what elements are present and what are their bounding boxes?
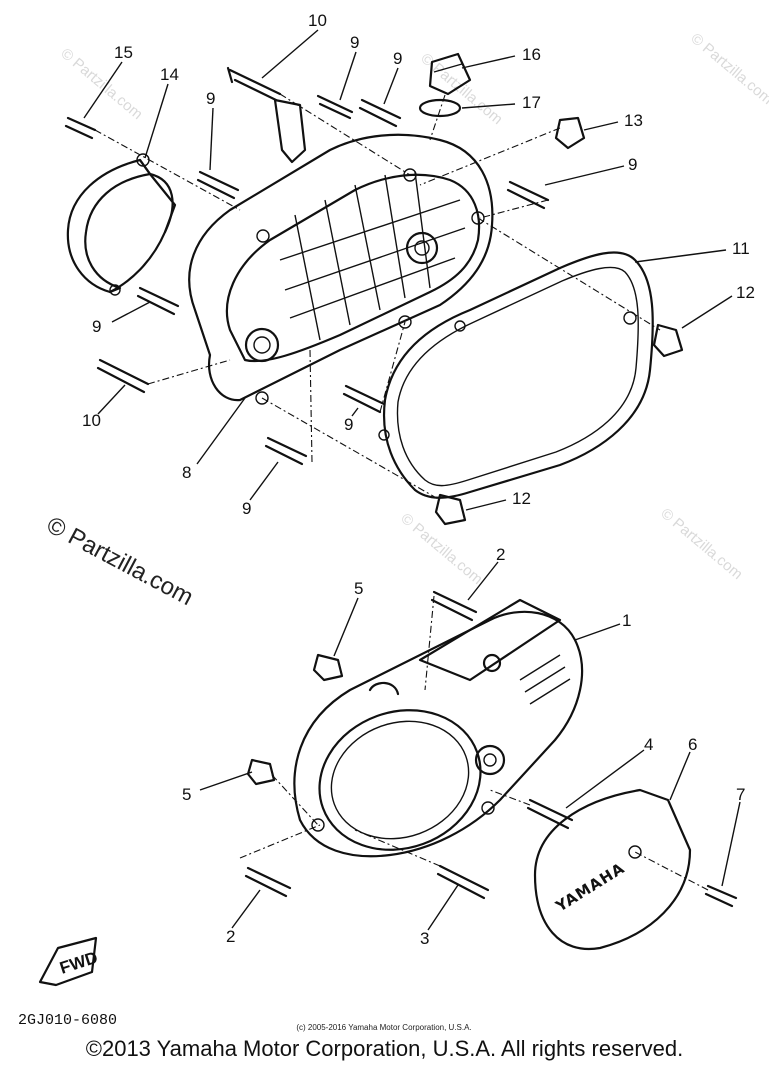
callout-3: 3 [420, 929, 429, 948]
callout-4: 4 [644, 735, 653, 754]
bolt-2-bottom [244, 866, 292, 898]
crankcase-cover-part-8 [188, 98, 494, 405]
bolt-2-top [430, 590, 478, 622]
callout-9: 9 [242, 499, 251, 518]
callout-2: 2 [496, 545, 505, 564]
dowel-5-b [246, 758, 276, 786]
cap-part-16 [428, 52, 472, 96]
callout-10: 10 [308, 11, 327, 30]
o-ring-part-17 [418, 98, 462, 118]
dowel-part-12-b [434, 493, 467, 526]
dowel-5-a [312, 653, 344, 682]
callout-6: 6 [688, 735, 697, 754]
gasket-part-11 [378, 251, 654, 499]
callout-5: 5 [354, 579, 363, 598]
callout-15: 15 [114, 43, 133, 62]
callout-1: 1 [622, 611, 631, 630]
bolt-9-a [316, 94, 354, 120]
bolt-9-c [196, 170, 240, 200]
callout-9: 9 [92, 317, 101, 336]
dowel-part-12-a [652, 323, 684, 358]
bolt-10-b [96, 358, 150, 394]
callout-2: 2 [226, 927, 235, 946]
callout-14: 14 [160, 65, 179, 84]
alignment-lines-lower [239, 595, 709, 891]
callout-16: 16 [522, 45, 541, 64]
ring-cover-part-14 [66, 153, 177, 296]
bolt-15 [64, 116, 97, 140]
bolt-4 [526, 798, 574, 830]
callout-8: 8 [182, 463, 191, 482]
alignment-lines-upper [94, 93, 661, 501]
yamaha-logo-text: YAMAHA [552, 859, 628, 916]
bolt-3 [436, 864, 490, 900]
callout-17: 17 [522, 93, 541, 112]
small-copyright-note: (c) 2005-2016 Yamaha Motor Corporation, … [296, 1023, 471, 1032]
callout-12: 12 [736, 283, 755, 302]
callout-9: 9 [350, 33, 359, 52]
callout-9: 9 [393, 49, 402, 68]
bolt-9-g [264, 436, 308, 466]
bolt-9-b [358, 98, 402, 128]
callout-7: 7 [736, 785, 745, 804]
callout-10: 10 [82, 411, 101, 430]
callout-13: 13 [624, 111, 643, 130]
bolt-7 [704, 884, 738, 908]
callout-9: 9 [344, 415, 353, 434]
callout-12: 12 [512, 489, 531, 508]
plug-part-13 [554, 116, 586, 150]
bolt-group-upper [64, 66, 550, 466]
bolt-9-f [342, 384, 386, 414]
fwd-text: FWD [57, 948, 100, 978]
watermark-text: © Partzilla.com [397, 510, 485, 588]
callout-labels: 10 9 9 15 14 16 17 13 9 9 11 12 9 10 8 9… [82, 11, 755, 948]
watermark-text: © Partzilla.com [657, 505, 745, 583]
callout-5: 5 [182, 785, 191, 804]
callout-9: 9 [206, 89, 215, 108]
fwd-arrow: FWD [38, 936, 100, 987]
diagram-code: 2GJ010-6080 [18, 1012, 117, 1029]
callout-leaders [83, 29, 741, 931]
bolt-9-d [506, 180, 550, 210]
watermark-text: © Partzilla.com [687, 30, 769, 108]
watermark-main: © Partzilla.com [42, 511, 197, 611]
bolt-9-e [136, 286, 180, 316]
copyright-text: ©2013 Yamaha Motor Corporation, U.S.A. A… [85, 1036, 684, 1061]
callout-9: 9 [628, 155, 637, 174]
callout-11: 11 [732, 239, 750, 258]
clutch-cover-part-1 [293, 598, 584, 858]
bolt-group-lower [244, 590, 738, 908]
bolt-10-top [226, 66, 282, 102]
